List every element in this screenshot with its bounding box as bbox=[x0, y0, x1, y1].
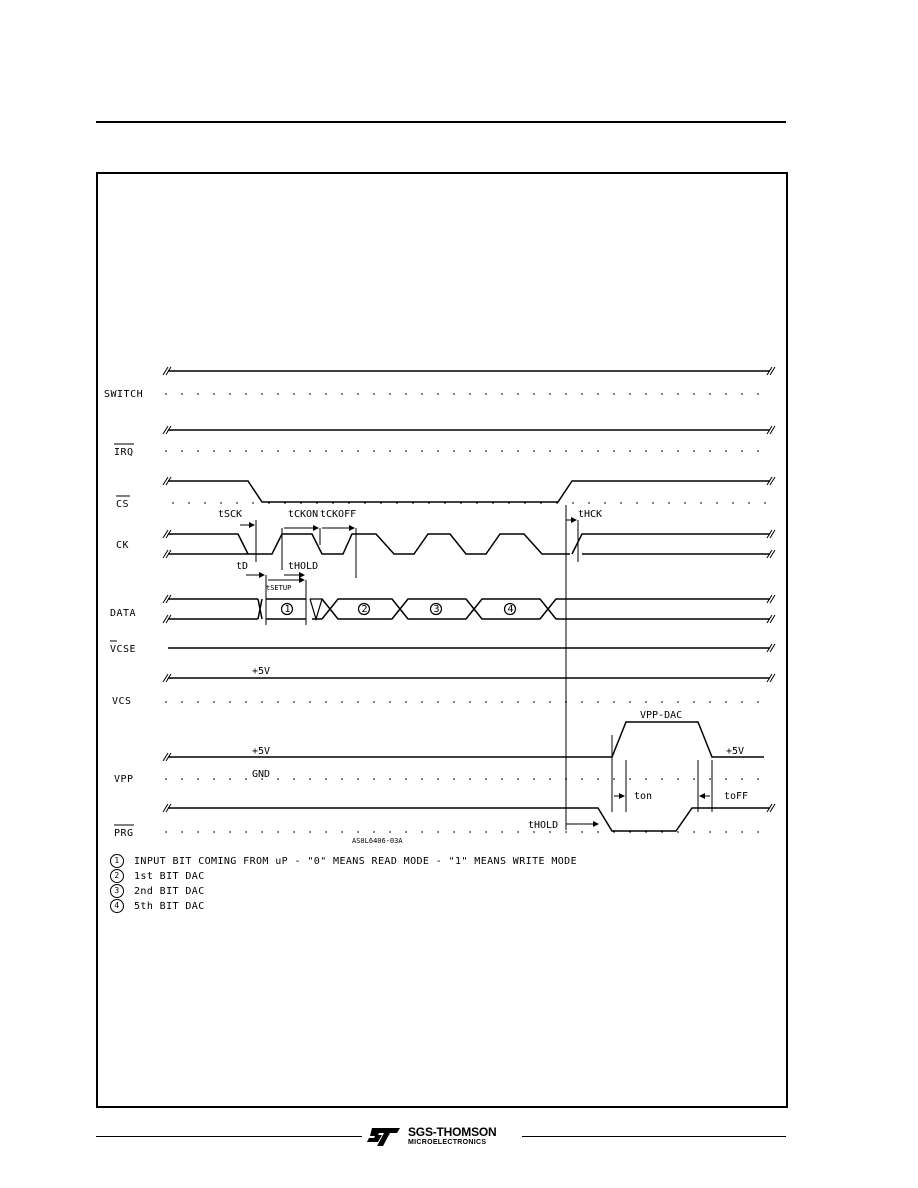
timing-labels: tSCK tCKON tCKOFF tHCK tD tHOLD tSETUP t… bbox=[218, 509, 748, 831]
note-3-text: 2nd BIT DAC bbox=[134, 886, 205, 897]
brand-subtitle: MICROELECTRONICS bbox=[408, 1139, 487, 1146]
sgs-thomson-logo: SGS-THOMSON MICROELECTRONICS bbox=[366, 1124, 518, 1152]
bit-1: 1 bbox=[285, 604, 291, 615]
figure-frame bbox=[96, 172, 788, 1108]
label-thold-ck: tHOLD bbox=[288, 561, 318, 572]
signal-labels: SWITCH IRQ CS CK DATA VCSE VCS VPP PRG bbox=[104, 389, 143, 839]
label-vpp-gnd: GND bbox=[252, 769, 270, 780]
irq-waveform bbox=[162, 425, 776, 435]
note-4: 4 5th BIT DAC bbox=[110, 899, 205, 913]
brand-name: SGS-THOMSON bbox=[408, 1125, 497, 1139]
label-vcs-5v: +5V bbox=[252, 666, 270, 677]
label-td: tD bbox=[236, 561, 248, 572]
level-labels: +5V +5V GND VPP-DAC +5V bbox=[252, 666, 744, 780]
note-4-number: 4 bbox=[110, 899, 124, 913]
signal-ck: CK bbox=[116, 540, 129, 551]
label-toff: toFF bbox=[724, 791, 748, 802]
cs-waveform bbox=[162, 476, 776, 503]
signal-vcse: VCSE bbox=[110, 644, 136, 655]
bit-markers: 1 2 3 4 bbox=[280, 602, 517, 616]
signal-cs: CS bbox=[116, 499, 129, 510]
reference-lines bbox=[165, 393, 770, 833]
signal-vcs: VCS bbox=[112, 696, 132, 707]
note-2-text: 1st BIT DAC bbox=[134, 871, 205, 882]
vcs-waveform bbox=[162, 673, 776, 683]
note-1-number: 1 bbox=[110, 854, 124, 868]
note-4-text: 5th BIT DAC bbox=[134, 901, 205, 912]
note-2: 2 1st BIT DAC bbox=[110, 869, 205, 883]
label-tckoff: tCKOFF bbox=[320, 509, 356, 520]
note-1: 1 INPUT BIT COMING FROM uP - "0" MEANS RE… bbox=[110, 854, 577, 868]
label-ton: ton bbox=[634, 791, 652, 802]
bit-2: 2 bbox=[362, 604, 368, 615]
header-rule bbox=[96, 121, 786, 123]
label-tckon: tCKON bbox=[288, 509, 318, 520]
label-vpp-5v-left: +5V bbox=[252, 746, 270, 757]
signal-data: DATA bbox=[110, 608, 136, 619]
signal-prg: PRG bbox=[114, 828, 134, 839]
ck-waveform bbox=[162, 529, 776, 559]
prg-waveform bbox=[162, 803, 776, 832]
note-3-number: 3 bbox=[110, 884, 124, 898]
note-1-text: INPUT BIT COMING FROM uP - "0" MEANS REA… bbox=[134, 856, 578, 867]
footer-rule-left bbox=[96, 1136, 362, 1137]
signal-irq: IRQ bbox=[114, 447, 134, 458]
timing-markers bbox=[240, 505, 713, 830]
vpp-waveform bbox=[162, 721, 764, 762]
data-waveform bbox=[162, 594, 776, 624]
st-logo-icon bbox=[367, 1128, 400, 1146]
label-tsck: tSCK bbox=[218, 509, 242, 520]
label-thold-prg: tHOLD bbox=[528, 820, 558, 831]
bit-4: 4 bbox=[508, 604, 514, 615]
note-3: 3 2nd BIT DAC bbox=[110, 884, 205, 898]
footer-rule-right bbox=[522, 1136, 786, 1137]
label-vpp-5v-right: +5V bbox=[726, 746, 744, 757]
switch-waveform bbox=[162, 366, 776, 376]
bit-3: 3 bbox=[434, 604, 440, 615]
signal-switch: SWITCH bbox=[104, 389, 143, 400]
label-tsetup: tSETUP bbox=[266, 584, 291, 592]
label-vpp-dac: VPP-DAC bbox=[640, 710, 682, 721]
figure-code: AS0L6406-03A bbox=[352, 837, 403, 845]
signal-vpp: VPP bbox=[114, 774, 134, 785]
vcse-waveform bbox=[168, 643, 776, 653]
note-2-number: 2 bbox=[110, 869, 124, 883]
label-thck: tHCK bbox=[578, 509, 602, 520]
